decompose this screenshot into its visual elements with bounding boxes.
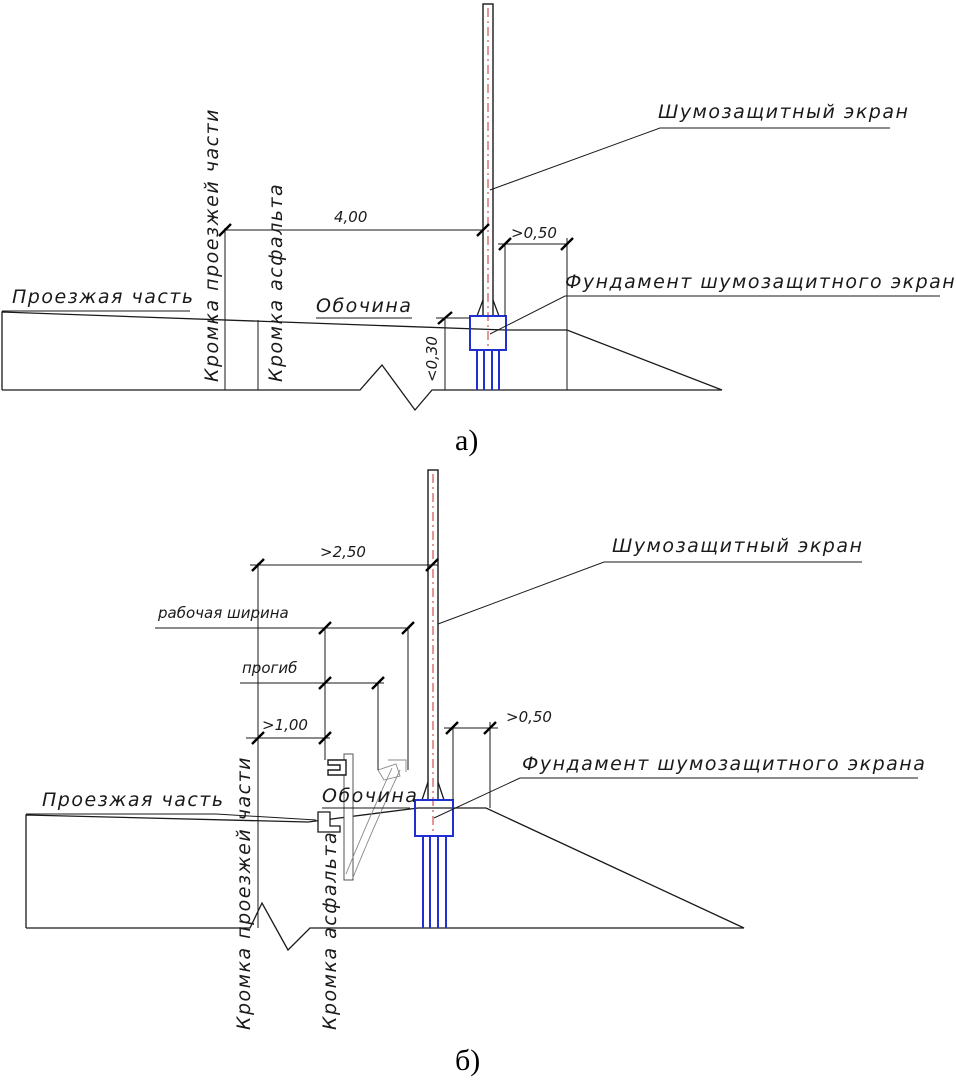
roadway-label-b: Проезжая часть [42,789,225,811]
roadway-label-a: Проезжая часть [12,286,195,308]
foundation-label-a: Фундамент шумозащитного экрана [565,271,956,293]
ground-profile-a [1,311,723,412]
ground-profile-b [25,807,745,952]
asphalt-edge-label-a: Кромка асфальта [265,183,287,382]
foundation-block-b [414,799,454,837]
dim-height-a: <0,30 [423,336,441,382]
diagram-a: 4,00 >0,50 <0,30 Шумозащитный экран Фунд… [1,3,956,457]
caption-a: а) [455,424,478,457]
guardrail-beam [327,759,347,776]
foundation-leader-a [489,295,940,335]
curb [317,811,341,833]
screen-label-b: Шумозащитный экран [612,535,863,557]
dim-foundation-offset-b: >0,50 [506,708,552,726]
foundation-block-a [469,315,507,351]
dim-barrier-offset-b: >1,00 [262,716,308,734]
deflected-barrier [351,769,401,881]
roadway-edge-label-b: Кромка проезжей части [233,756,255,1030]
dim-min-distance-b: >2,50 [320,543,366,561]
guardrail-post [343,753,354,881]
diagram-b: >2,50 рабочая ширина прогиб >1,00 >0,50 … [25,469,926,1077]
screen-leader-a [489,127,890,191]
caption-b: б) [455,1044,480,1077]
dim-distance-a: 4,00 [334,208,367,226]
screen-leader-b [437,561,862,625]
foundation-leader-b [433,777,918,819]
shoulder-label-b: Обочина [322,785,418,807]
foundation-label-b: Фундамент шумозащитного экрана [522,753,926,775]
working-width-label: рабочая ширина [157,604,289,622]
screen-label-a: Шумозащитный экран [658,101,909,123]
roadway-edge-label-a: Кромка проезжей части [201,108,223,382]
shoulder-label-a: Обочина [316,295,412,317]
deflection-label: прогиб [242,659,297,677]
dim-foundation-offset-a: >0,50 [511,224,557,242]
asphalt-edge-label-b: Кромка асфальта [319,831,341,1030]
